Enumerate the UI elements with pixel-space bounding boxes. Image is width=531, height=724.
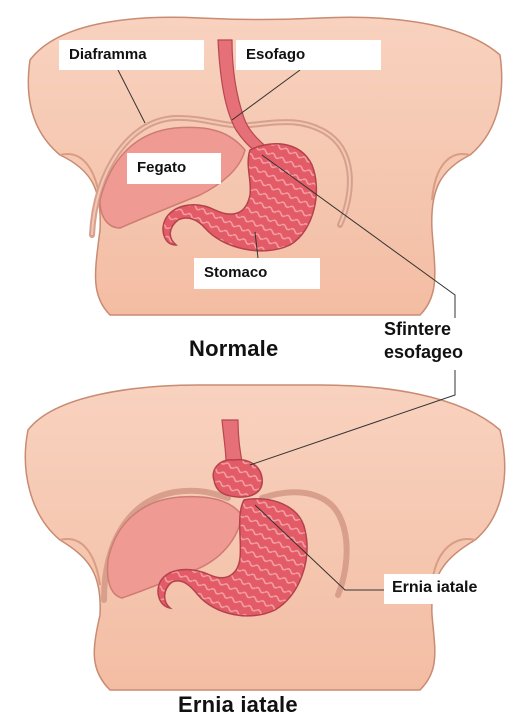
herniated-stomach: [213, 460, 262, 497]
label-sfintere-line1: Sfintere: [384, 319, 451, 339]
label-sfintere-esofageo: Sfintere esofageo: [384, 318, 504, 363]
label-normale: Normale: [189, 338, 278, 360]
label-diaframma: Diaframma: [59, 40, 204, 70]
label-stomaco: Stomaco: [194, 258, 320, 289]
label-ernia-iatale-title: Ernia iatale: [178, 694, 298, 716]
label-ernia-iatale-side: Ernia iatale: [384, 574, 530, 604]
label-fegato: Fegato: [127, 153, 221, 184]
label-esofago: Esofago: [236, 40, 381, 70]
label-sfintere-line2: esofageo: [384, 342, 463, 362]
